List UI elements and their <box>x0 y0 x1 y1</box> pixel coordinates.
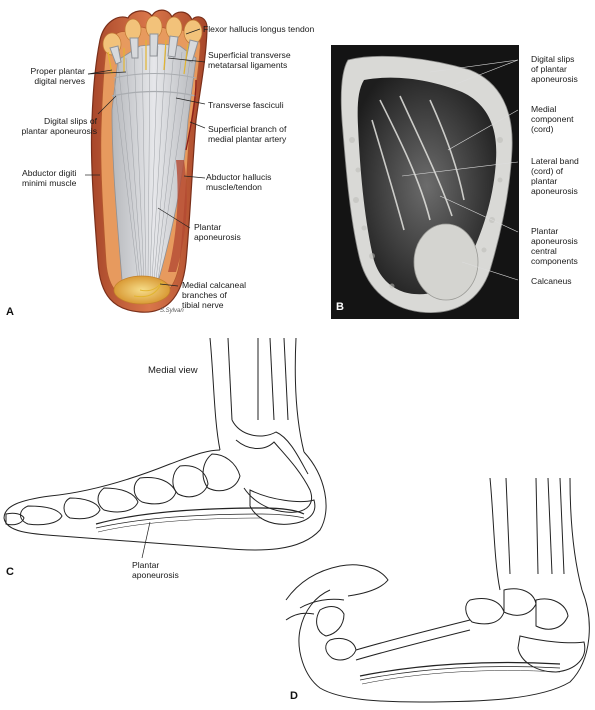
label-line: Digital slips of <box>43 116 97 126</box>
label-abductor-hallucis-muscle-tendon: Abductor hallucis muscle/tendon <box>206 172 271 192</box>
panel-b-mri <box>331 45 519 319</box>
label-line: digital nerves <box>34 76 85 86</box>
label-line: Abductor digiti <box>22 168 77 178</box>
panel-d-letter: D <box>290 690 298 702</box>
label-proper-plantar-digital-nerves: Proper plantar digital nerves <box>31 66 85 86</box>
label-medial-component-cord: Medial component (cord) <box>531 104 574 134</box>
label-line: (cord) <box>531 124 554 134</box>
label-plantar-aponeurosis-central-components: Plantar aponeurosis central components <box>531 226 578 266</box>
panel-a-leaders <box>85 28 206 287</box>
label-line: Medial view <box>148 365 198 376</box>
label-line: plantar <box>531 176 558 186</box>
label-line: muscle/tendon <box>206 182 262 192</box>
label-line: Medial calcaneal <box>182 280 247 290</box>
label-line: aponeurosis <box>132 570 179 580</box>
label-superficial-branch-medial-plantar-artery: Superficial branch of medial plantar art… <box>208 124 286 144</box>
label-line: Proper plantar <box>30 66 85 76</box>
label-plantar-aponeurosis-c: Plantar aponeurosis <box>132 560 179 580</box>
label-line: aponeurosis <box>194 232 241 242</box>
label-line: plantar aponeurosis <box>21 126 98 136</box>
label-line: aponeurosis <box>531 74 578 84</box>
label-superficial-transverse-metatarsal-ligaments: Superficial transverse metatarsal ligame… <box>208 50 291 70</box>
label-line: (cord) of <box>531 166 563 176</box>
label-line: Transverse fasciculi <box>208 100 284 110</box>
panel-c-letter: C <box>6 566 14 578</box>
label-flexor-hallucis-longus-tendon: Flexor hallucis longus tendon <box>203 24 314 34</box>
label-transverse-fasciculi: Transverse fasciculi <box>208 100 284 110</box>
label-line: component <box>531 114 574 124</box>
label-line: aponeurosis <box>531 186 578 196</box>
panel-d-illustration <box>285 477 590 703</box>
label-line: central <box>531 246 557 256</box>
label-line: Digital slips <box>531 54 575 64</box>
label-line: medial plantar artery <box>208 134 287 144</box>
label-line: Superficial branch of <box>208 124 287 134</box>
label-line: tibial nerve <box>182 300 224 310</box>
label-line: components <box>531 256 578 266</box>
label-plantar-aponeurosis-a: Plantar aponeurosis <box>194 222 241 242</box>
label-calcaneus: Calcaneus <box>531 276 572 286</box>
label-line: Lateral band <box>531 156 579 166</box>
artist-signature: S.Sylvan <box>160 308 184 314</box>
label-line: Plantar <box>194 222 222 232</box>
label-medial-view: Medial view <box>148 366 198 376</box>
label-line: aponeurosis <box>531 236 578 246</box>
panel-b-letter: B <box>336 301 344 313</box>
label-line: Flexor hallucis longus tendon <box>203 24 315 34</box>
label-line: Plantar <box>531 226 559 236</box>
label-abductor-digiti-minimi-muscle: Abductor digiti minimi muscle <box>22 168 76 188</box>
panel-a-foot <box>90 9 208 313</box>
label-line: Plantar <box>132 560 160 570</box>
label-line: metatarsal ligaments <box>208 60 288 70</box>
label-lateral-band-cord: Lateral band (cord) of plantar aponeuros… <box>531 156 579 196</box>
label-line: minimi muscle <box>22 178 77 188</box>
label-line: Abductor hallucis <box>206 172 272 182</box>
label-line: Medial <box>531 104 557 114</box>
panel-a-letter: A <box>6 306 14 318</box>
label-line: of plantar <box>531 64 567 74</box>
label-line: branches of <box>182 290 227 300</box>
label-digital-slips-plantar-aponeurosis: Digital slips of plantar aponeurosis <box>22 116 98 136</box>
label-medial-calcaneal-branches: Medial calcaneal branches of tibial nerv… <box>182 280 246 310</box>
panel-c-illustration <box>3 337 327 559</box>
label-line: Superficial transverse <box>208 50 291 60</box>
label-line: Calcaneus <box>531 276 572 286</box>
label-digital-slips-b: Digital slips of plantar aponeurosis <box>531 54 578 84</box>
